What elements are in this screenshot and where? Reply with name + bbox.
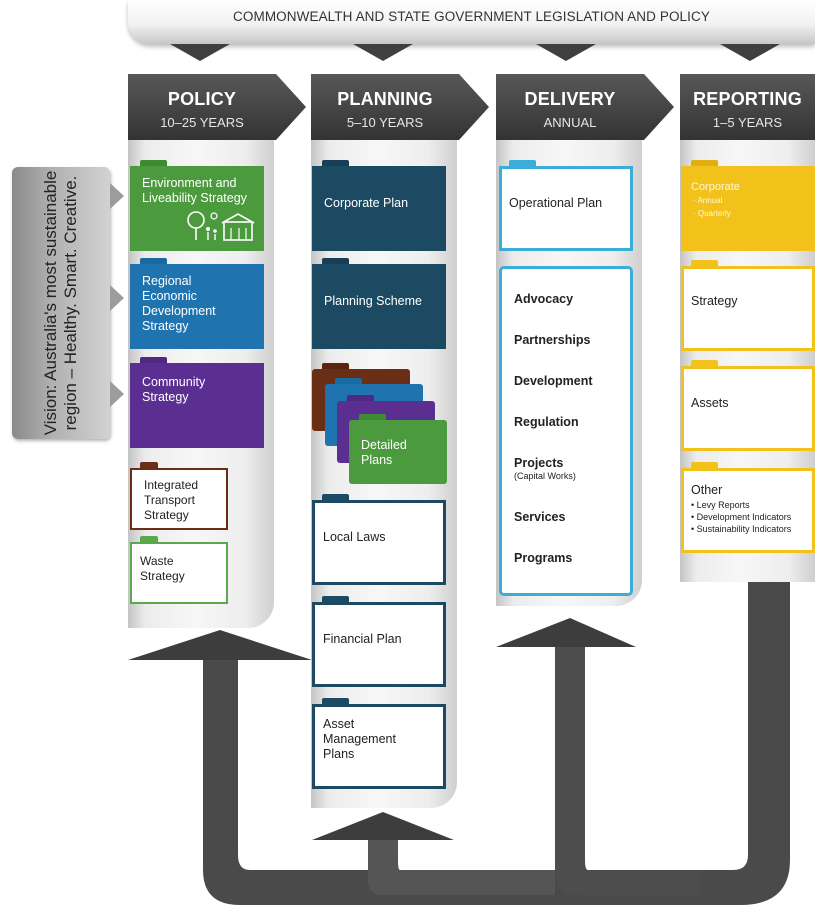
asset-management-folder[interactable]: Asset Management Plans: [312, 698, 446, 789]
strategy-report-folder[interactable]: Strategy: [681, 260, 815, 351]
arrowhead-policy: [128, 630, 312, 660]
corporate-plan-label: Corporate Plan: [324, 196, 409, 210]
other-item-development: • Development Indicators: [691, 512, 792, 522]
planning-subtitle: 5–10 YEARS: [346, 115, 424, 130]
environment-strategy-folder[interactable]: Environment and Liveability Strategy: [130, 160, 264, 251]
regional-strategy-folder[interactable]: Regional Economic Development Strategy: [130, 258, 264, 349]
feedback-arrow-to-planning: [368, 838, 555, 895]
transport-strategy-folder[interactable]: Integrated Transport Strategy: [130, 462, 228, 530]
planning-title: PLANNING: [337, 89, 433, 109]
banner-text: COMMONWEALTH AND STATE GOVERNMENT LEGISL…: [233, 9, 710, 24]
delivery-item-programs: Programs: [514, 551, 573, 565]
delivery-title: DELIVERY: [524, 89, 616, 109]
local-laws-folder[interactable]: Local Laws: [312, 494, 446, 585]
vision-arrow-2: [110, 285, 124, 311]
projects-label: Projects: [514, 456, 564, 470]
other-report-items: • Levy Reports • Development Indicators …: [691, 499, 815, 535]
local-laws-label: Local Laws: [323, 530, 386, 544]
reporting-title: REPORTING: [693, 89, 802, 109]
delivery-header: DELIVERY ANNUAL: [496, 74, 674, 140]
down-arrow-delivery: [536, 44, 596, 61]
assets-report-label: Assets: [691, 396, 729, 410]
down-arrow-reporting: [720, 44, 780, 61]
policy-subtitle: 10–25 YEARS: [160, 115, 244, 130]
policy-header: POLICY 10–25 YEARS: [128, 74, 306, 140]
delivery-subtitle: ANNUAL: [543, 115, 597, 130]
operational-plan-label: Operational Plan: [509, 196, 603, 210]
corporate-report-label: Corporate: [691, 181, 740, 193]
transport-strategy-label: Integrated Transport Strategy: [144, 478, 199, 522]
liveability-icon: [187, 211, 255, 241]
assets-report-folder[interactable]: Assets: [681, 360, 815, 451]
feedback-arrow-to-delivery: [555, 645, 700, 895]
policy-title: POLICY: [167, 89, 237, 109]
delivery-item-advocacy: Advocacy: [514, 292, 574, 306]
corporate-report-folder[interactable]: Corporate · Annual · Quarterly: [681, 160, 815, 251]
down-arrow-planning: [353, 44, 413, 61]
down-arrow-policy: [170, 44, 230, 61]
corporate-plan-folder[interactable]: Corporate Plan: [312, 160, 446, 251]
reporting-header: REPORTING 1–5 YEARS: [680, 74, 815, 140]
vision-arrow-1: [110, 183, 124, 209]
arrowhead-delivery: [496, 618, 636, 647]
environment-strategy-label: Environment and Liveability Strategy: [142, 176, 247, 205]
arrowhead-planning: [312, 812, 454, 840]
delivery-item-partnerships: Partnerships: [514, 333, 591, 347]
planning-header: PLANNING 5–10 YEARS: [311, 74, 489, 140]
detailed-plans-label: Detailed Plans: [361, 438, 407, 467]
corporate-report-quarterly: · Quarterly: [693, 209, 731, 218]
delivery-item-development: Development: [514, 374, 593, 388]
regional-strategy-label: Regional Economic Development Strategy: [142, 274, 216, 333]
feedback-arrow-to-policy: [203, 580, 790, 905]
waste-strategy-folder[interactable]: Waste Strategy: [130, 536, 228, 604]
financial-plan-folder[interactable]: Financial Plan: [312, 596, 446, 687]
community-strategy-folder[interactable]: Community Strategy: [130, 357, 264, 448]
strategy-report-label: Strategy: [691, 294, 738, 308]
vision-panel: [12, 167, 110, 439]
projects-sub-label: (Capital Works): [514, 471, 576, 481]
vision-arrow-3: [110, 381, 124, 407]
other-report-label: Other: [691, 483, 723, 497]
planning-scheme-label: Planning Scheme: [324, 294, 422, 308]
other-report-folder[interactable]: Other • Levy Reports • Development Indic…: [681, 462, 815, 553]
delivery-activities-panel: [499, 266, 633, 596]
financial-plan-label: Financial Plan: [323, 632, 402, 646]
legislation-banner: [128, 0, 815, 44]
planning-scheme-folder[interactable]: Planning Scheme: [312, 258, 446, 349]
other-item-sustainability: • Sustainability Indicators: [691, 524, 792, 534]
waste-strategy-label: Waste Strategy: [140, 554, 185, 583]
community-strategy-label: Community Strategy: [142, 375, 206, 404]
corporate-report-annual: · Annual: [693, 196, 723, 205]
asset-management-label: Asset Management Plans: [323, 717, 396, 761]
delivery-item-regulation: Regulation: [514, 415, 579, 429]
operational-plan-folder[interactable]: Operational Plan: [499, 160, 633, 251]
other-item-levy: • Levy Reports: [691, 500, 750, 510]
reporting-subtitle: 1–5 YEARS: [712, 115, 783, 130]
vision-text: Vision: Australia's most sustainable reg…: [41, 170, 80, 436]
delivery-item-projects: Projects (Capital Works): [514, 456, 576, 481]
detailed-plans-folder[interactable]: Detailed Plans: [349, 414, 447, 484]
delivery-item-services: Services: [514, 510, 566, 524]
